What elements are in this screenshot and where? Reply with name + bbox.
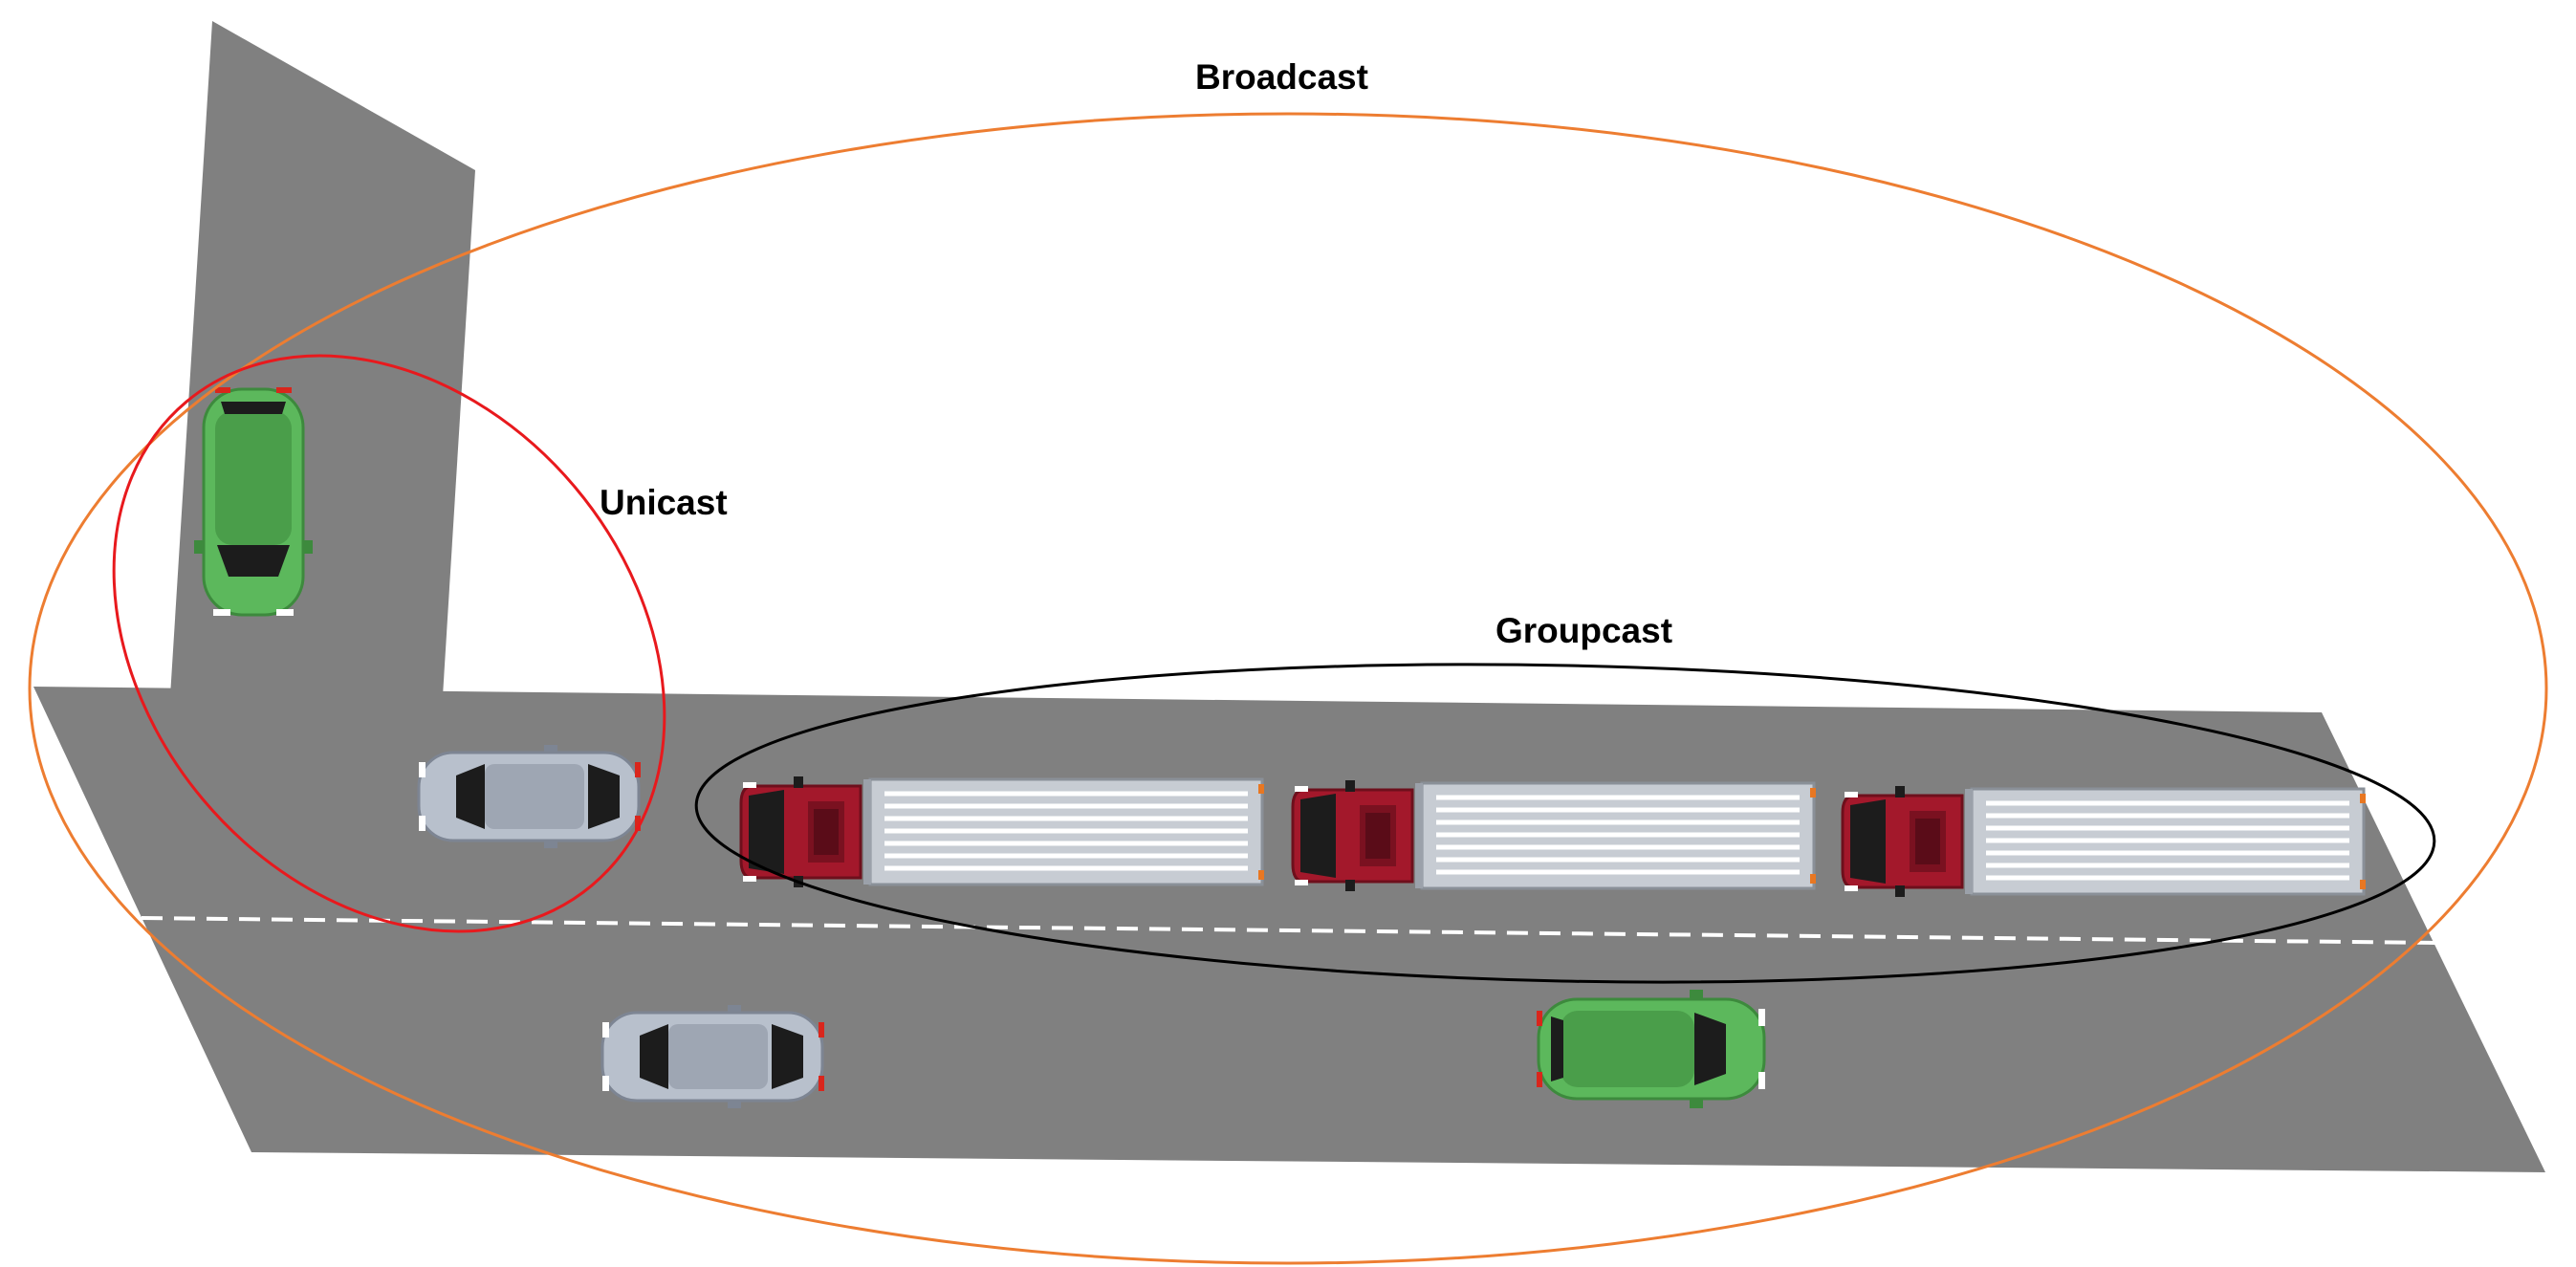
unicast-range-ellipse	[112, 354, 666, 933]
truck-2	[1293, 780, 1816, 891]
silver-car-upper-lane	[417, 743, 643, 850]
groupcast-range-ellipse	[694, 663, 2436, 984]
green-car-side-road	[192, 385, 315, 618]
broadcast-label: Broadcast	[1195, 57, 1368, 97]
lane-divider	[141, 916, 2436, 945]
truck-1	[741, 776, 1264, 887]
silver-car-lower-lane	[600, 1003, 826, 1110]
road-network	[33, 21, 2545, 1172]
groupcast-label: Groupcast	[1495, 611, 1672, 650]
broadcast-range-ellipse	[28, 112, 2548, 1265]
truck-3	[1843, 786, 2366, 897]
green-car-lower-lane	[1535, 988, 1767, 1110]
unicast-label: Unicast	[600, 483, 728, 522]
